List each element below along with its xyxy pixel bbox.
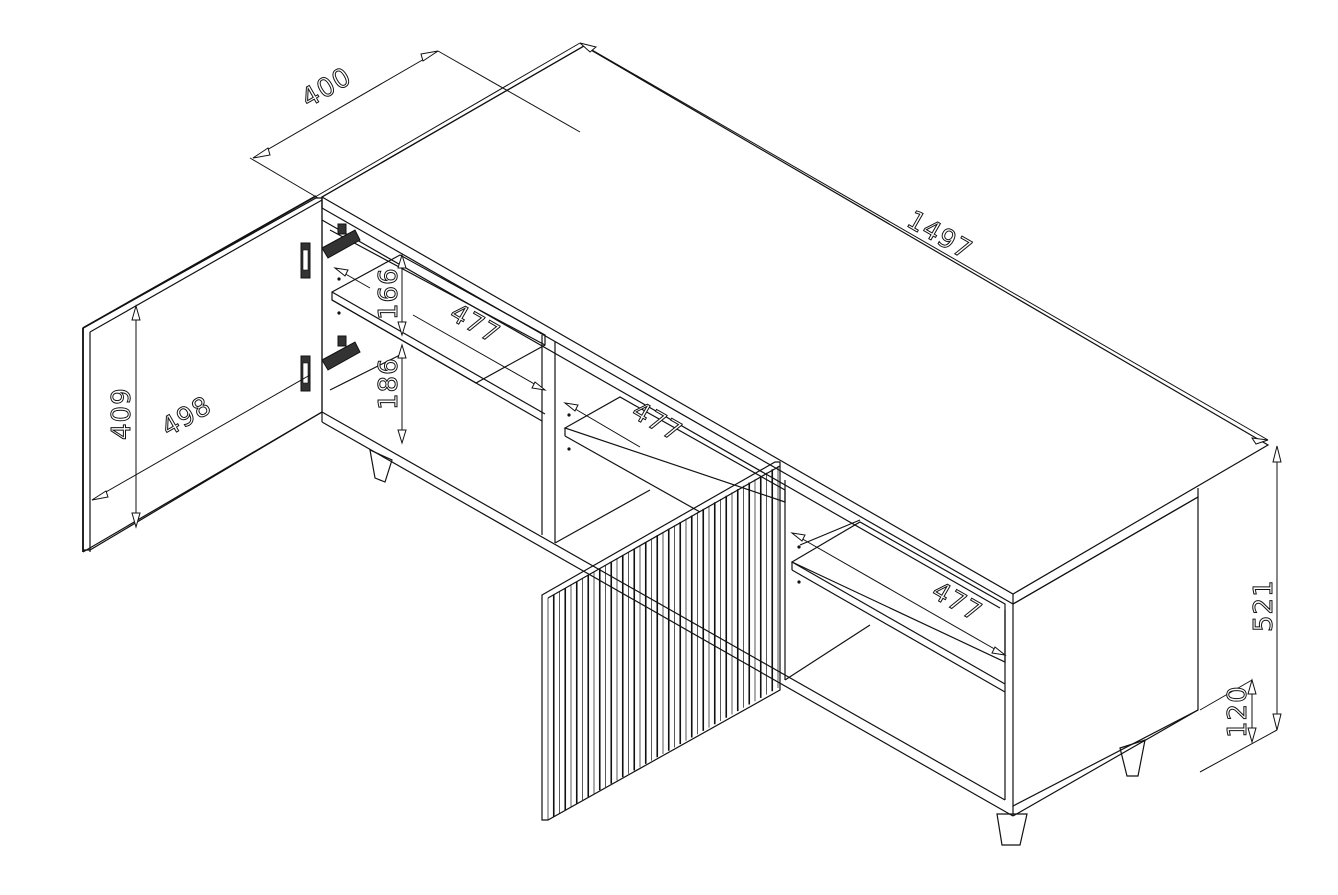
- dimension-labels: 400 1497 521 120 409 498 166 186 477 477…: [107, 61, 1280, 738]
- left-door: [82, 195, 323, 553]
- shelf-pins: [337, 277, 801, 584]
- width-label: 1497: [902, 205, 978, 266]
- lower-compartment-label: 186: [374, 357, 404, 410]
- depth-label: 400: [297, 62, 358, 114]
- shelf-middle-label: 477: [627, 396, 688, 448]
- carcass: [320, 45, 1270, 817]
- dimension-lines: [91, 42, 1282, 773]
- leg-height-label: 120: [1223, 685, 1253, 738]
- shelves: [331, 254, 1006, 693]
- hinge-lower-icon: [300, 335, 361, 392]
- hinge-upper-icon: [300, 223, 361, 279]
- door-width-label: 498: [157, 391, 218, 443]
- legs: [369, 448, 1146, 846]
- hinges: [300, 223, 361, 392]
- fluted-door: [541, 461, 781, 821]
- height-label: 521: [1249, 579, 1279, 632]
- shelf-left-label: 477: [445, 298, 506, 350]
- door-height-label: 409: [107, 387, 137, 440]
- upper-compartment-label: 166: [374, 267, 404, 320]
